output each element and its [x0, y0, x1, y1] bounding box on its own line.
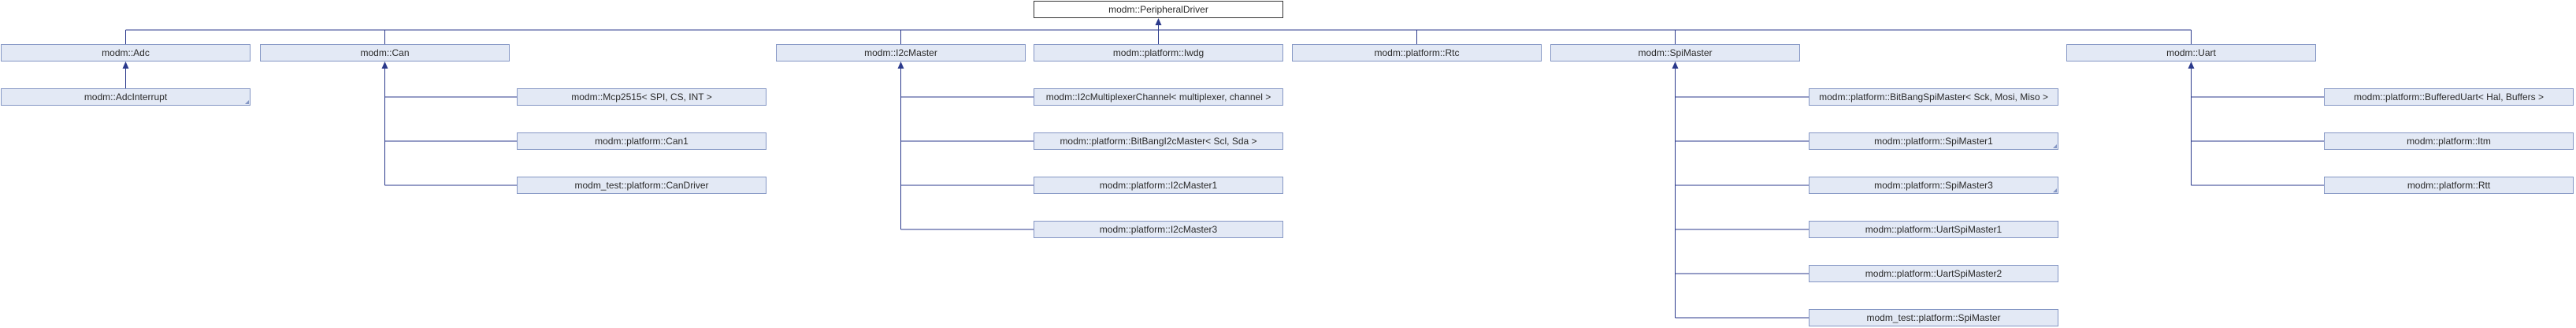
class-label: modm::platform::UartSpiMaster2 — [1865, 268, 2003, 279]
class-label: modm::SpiMaster — [1638, 47, 1713, 58]
class-node-spi-master1[interactable]: modm::platform::SpiMaster1 — [1809, 132, 2058, 150]
class-label: modm::platform::I2cMaster3 — [1099, 224, 1218, 235]
class-node-bitbang-i2c-master[interactable]: modm::platform::BitBangI2cMaster< Scl, S… — [1034, 132, 1283, 150]
class-node-rtc[interactable]: modm::platform::Rtc — [1292, 44, 1542, 62]
class-node-mcp2515[interactable]: modm::Mcp2515< SPI, CS, INT > — [517, 88, 766, 106]
class-node-peripheral-driver[interactable]: modm::PeripheralDriver — [1034, 1, 1283, 18]
class-node-can-driver[interactable]: modm_test::platform::CanDriver — [517, 177, 766, 194]
class-label: modm::PeripheralDriver — [1108, 4, 1208, 15]
class-label: modm::Mcp2515< SPI, CS, INT > — [571, 91, 712, 102]
inheritance-arrow — [1672, 62, 1679, 69]
class-node-spi-master3[interactable]: modm::platform::SpiMaster3 — [1809, 177, 2058, 194]
class-node-i2c-master1[interactable]: modm::platform::I2cMaster1 — [1034, 177, 1283, 194]
class-node-can[interactable]: modm::Can — [260, 44, 510, 62]
class-label: modm::platform::SpiMaster3 — [1874, 180, 1993, 191]
folded-corner-icon — [245, 100, 249, 104]
class-node-uart[interactable]: modm::Uart — [2066, 44, 2316, 62]
class-node-adc-interrupt[interactable]: modm::AdcInterrupt — [1, 88, 251, 106]
class-node-i2c-multiplexer-channel[interactable]: modm::I2cMultiplexerChannel< multiplexer… — [1034, 88, 1283, 106]
inheritance-arrow — [122, 62, 129, 69]
class-label: modm::platform::I2cMaster1 — [1099, 180, 1218, 191]
class-label: modm::Can — [360, 47, 410, 58]
inheritance-arrow — [897, 62, 904, 69]
folded-corner-icon — [2053, 144, 2057, 148]
class-label: modm::platform::Can1 — [595, 136, 689, 147]
class-node-i2c-master[interactable]: modm::I2cMaster — [776, 44, 1026, 62]
class-node-buffered-uart[interactable]: modm::platform::BufferedUart< Hal, Buffe… — [2324, 88, 2574, 106]
class-node-can1[interactable]: modm::platform::Can1 — [517, 132, 766, 150]
folded-corner-icon — [2053, 188, 2057, 192]
class-label: modm_test::platform::CanDriver — [574, 180, 709, 191]
inheritance-arrow — [1155, 18, 1162, 25]
class-label: modm::platform::UartSpiMaster1 — [1865, 224, 2003, 235]
class-node-spi-master[interactable]: modm::SpiMaster — [1550, 44, 1800, 62]
class-label: modm::platform::Rtt — [2407, 180, 2491, 191]
class-node-bitbang-spi-master[interactable]: modm::platform::BitBangSpiMaster< Sck, M… — [1809, 88, 2058, 106]
class-label: modm::platform::BitBangI2cMaster< Scl, S… — [1060, 136, 1257, 147]
class-label: modm_test::platform::SpiMaster — [1866, 312, 2001, 323]
class-label: modm::Adc — [102, 47, 150, 58]
class-node-adc[interactable]: modm::Adc — [1, 44, 251, 62]
class-label: modm::platform::Itm — [2407, 136, 2491, 147]
class-node-itm[interactable]: modm::platform::Itm — [2324, 132, 2574, 150]
class-label: modm::platform::BitBangSpiMaster< Sck, M… — [1819, 91, 2048, 102]
class-label: modm::AdcInterrupt — [84, 91, 168, 102]
inheritance-arrow — [381, 62, 388, 69]
class-node-iwdg[interactable]: modm::platform::Iwdg — [1034, 44, 1283, 62]
inheritance-arrow — [2188, 62, 2195, 69]
class-label: modm::I2cMultiplexerChannel< multiplexer… — [1045, 91, 1271, 102]
class-label: modm::platform::BufferedUart< Hal, Buffe… — [2354, 91, 2544, 102]
class-node-uart-spi-master1[interactable]: modm::platform::UartSpiMaster1 — [1809, 221, 2058, 238]
class-label: modm::platform::SpiMaster1 — [1874, 136, 1993, 147]
class-node-i2c-master3[interactable]: modm::platform::I2cMaster3 — [1034, 221, 1283, 238]
class-label: modm::I2cMaster — [864, 47, 937, 58]
class-label: modm::Uart — [2166, 47, 2216, 58]
class-node-uart-spi-master2[interactable]: modm::platform::UartSpiMaster2 — [1809, 265, 2058, 282]
class-node-rtt[interactable]: modm::platform::Rtt — [2324, 177, 2574, 194]
class-node-test-spi-master[interactable]: modm_test::platform::SpiMaster — [1809, 309, 2058, 326]
class-label: modm::platform::Rtc — [1374, 47, 1460, 58]
class-label: modm::platform::Iwdg — [1112, 47, 1204, 58]
